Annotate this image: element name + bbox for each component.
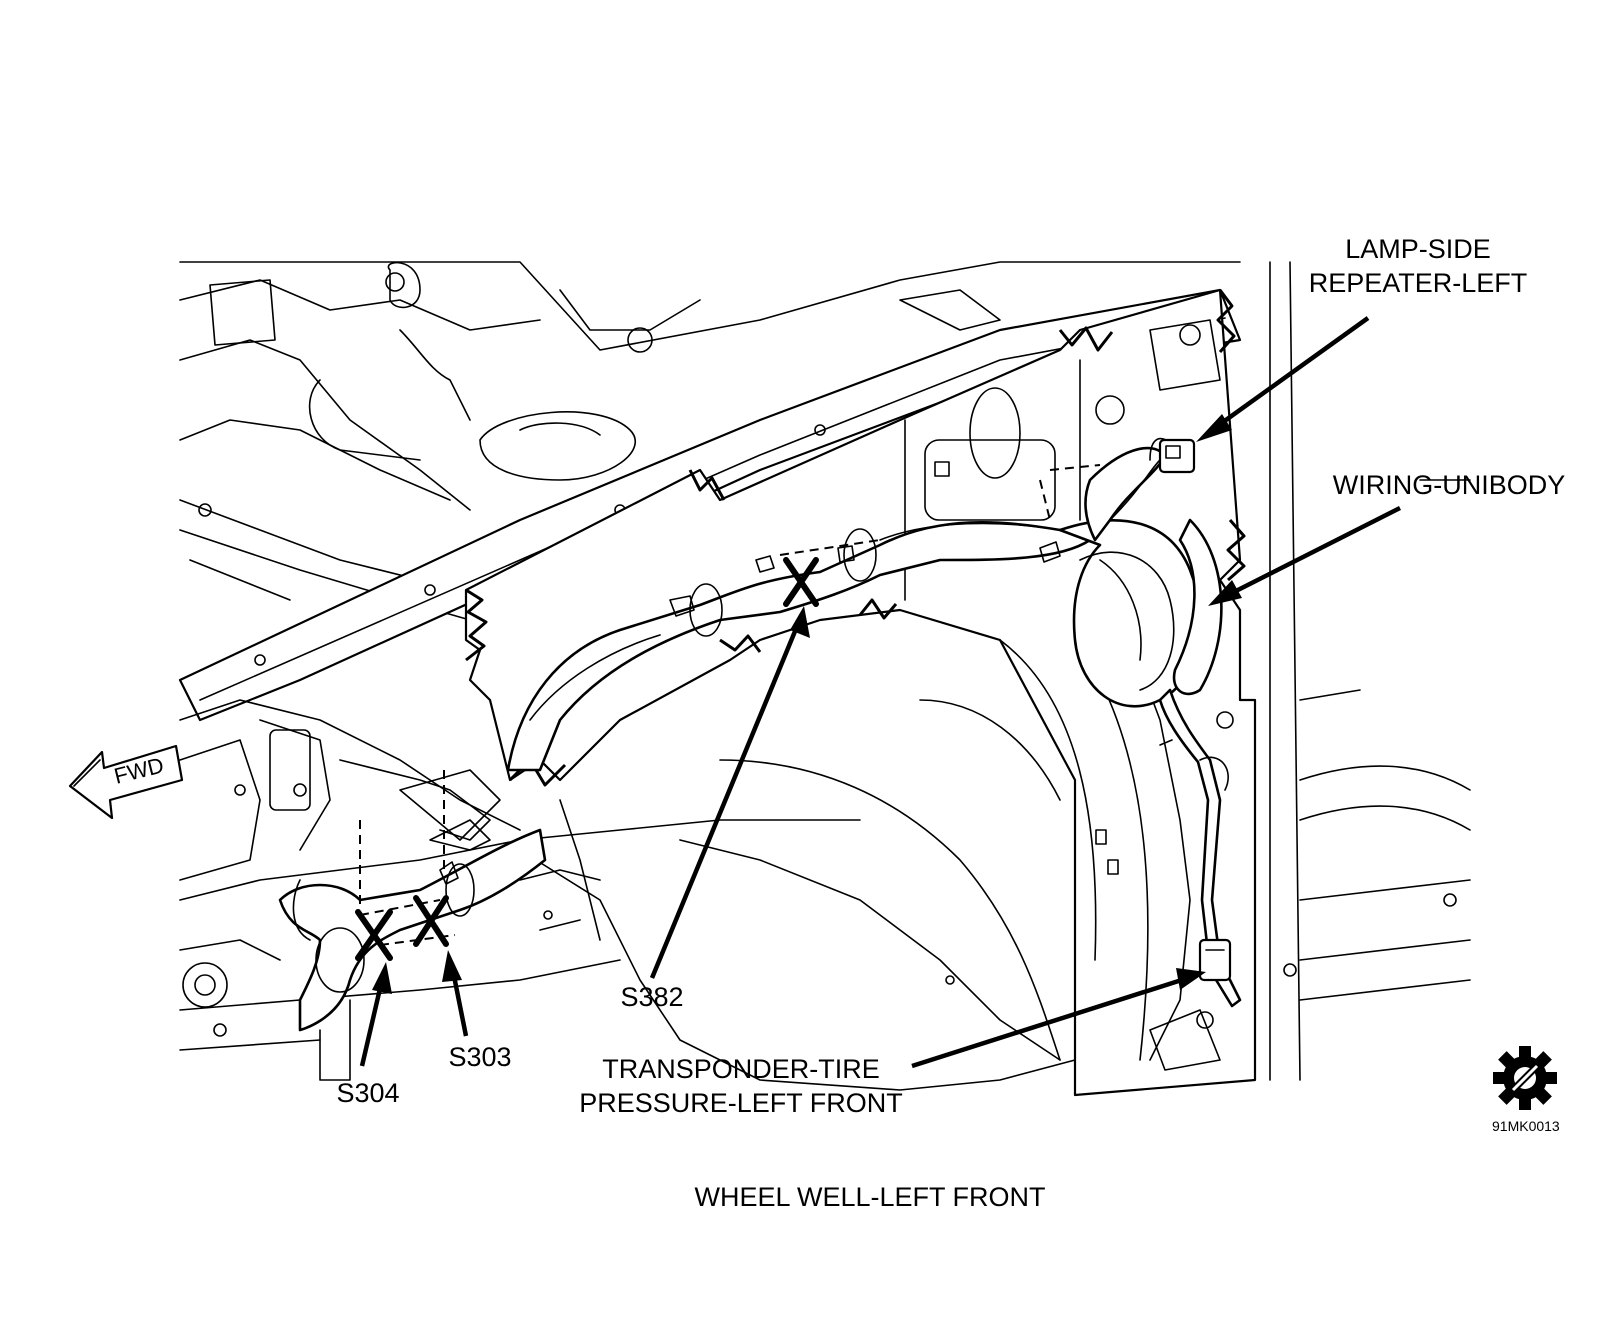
callout-lamp-line-1: LAMP-SIDE bbox=[1345, 234, 1491, 264]
figure-id: 91MK0013 bbox=[1492, 1118, 1560, 1134]
gear-slash-icon bbox=[1493, 1046, 1557, 1110]
engine-bay-structure bbox=[179, 261, 1241, 621]
callout-s303: S303 bbox=[448, 1042, 512, 1072]
callout-lamp-side-repeater: LAMP-SIDE REPEATER-LEFT bbox=[1268, 232, 1568, 300]
callout-wiring-unibody: WIRING-UNIBODY bbox=[1332, 470, 1566, 500]
door-pillar bbox=[1269, 261, 1471, 1081]
harness-lower bbox=[278, 770, 547, 1081]
leader-arrows bbox=[359, 316, 1402, 1069]
leader-s304 bbox=[359, 979, 385, 1067]
harness-upper bbox=[506, 446, 1223, 772]
lower-front-structure bbox=[179, 699, 1119, 1091]
leader-wiring bbox=[1224, 505, 1402, 599]
callout-s304: S304 bbox=[336, 1078, 400, 1108]
callout-lamp-line-2: REPEATER-LEFT bbox=[1308, 268, 1528, 298]
fwd-arrow-icon bbox=[68, 744, 184, 820]
callout-transponder-line-1: TRANSPONDER-TIRE bbox=[602, 1054, 880, 1084]
leader-lamp bbox=[1210, 316, 1370, 432]
callout-transponder-line-2: PRESSURE-LEFT FRONT bbox=[579, 1088, 903, 1118]
callout-transponder: TRANSPONDER-TIRE PRESSURE-LEFT FRONT bbox=[556, 1052, 926, 1120]
harness-drop-wire bbox=[1109, 437, 1242, 1008]
leader-s382 bbox=[649, 623, 801, 979]
diagram-title: WHEEL WELL-LEFT FRONT bbox=[694, 1182, 1046, 1212]
callout-s382: S382 bbox=[620, 982, 684, 1012]
splice-markers bbox=[355, 557, 819, 961]
leader-transponder bbox=[911, 975, 1189, 1069]
